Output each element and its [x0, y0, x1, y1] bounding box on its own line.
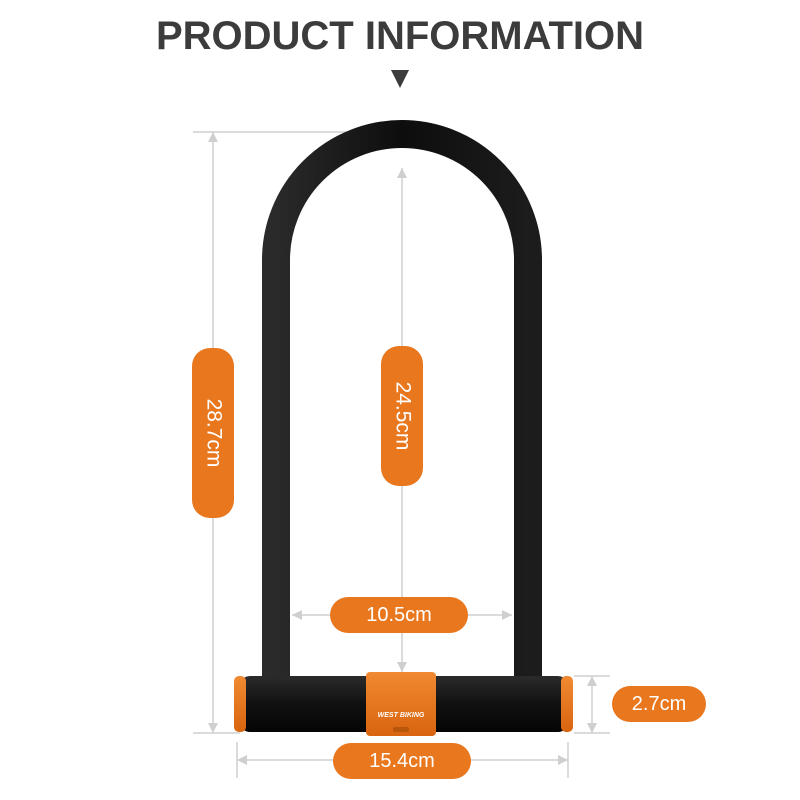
- lock-center-sleeve: [366, 672, 436, 736]
- inner-width-label: 10.5cm: [330, 597, 468, 633]
- guide-arrowheads: [208, 132, 597, 765]
- right-end-cap: [561, 676, 573, 732]
- total-height-label: 28.7cm: [192, 348, 234, 518]
- bar-thickness-label: 2.7cm: [612, 686, 706, 722]
- total-height-value: 28.7cm: [202, 398, 225, 468]
- keyhole: [393, 727, 409, 732]
- brand-logo-text: WEST BIKING: [377, 712, 425, 719]
- left-end-cap: [234, 676, 246, 732]
- lock-shackle: [262, 120, 542, 690]
- page-title: PRODUCT INFORMATION: [155, 14, 645, 58]
- total-width-label: 15.4cm: [333, 743, 471, 779]
- down-arrow-icon: [391, 70, 409, 88]
- inner-height-value: 24.5cm: [391, 381, 414, 451]
- inner-height-label: 24.5cm: [381, 346, 423, 486]
